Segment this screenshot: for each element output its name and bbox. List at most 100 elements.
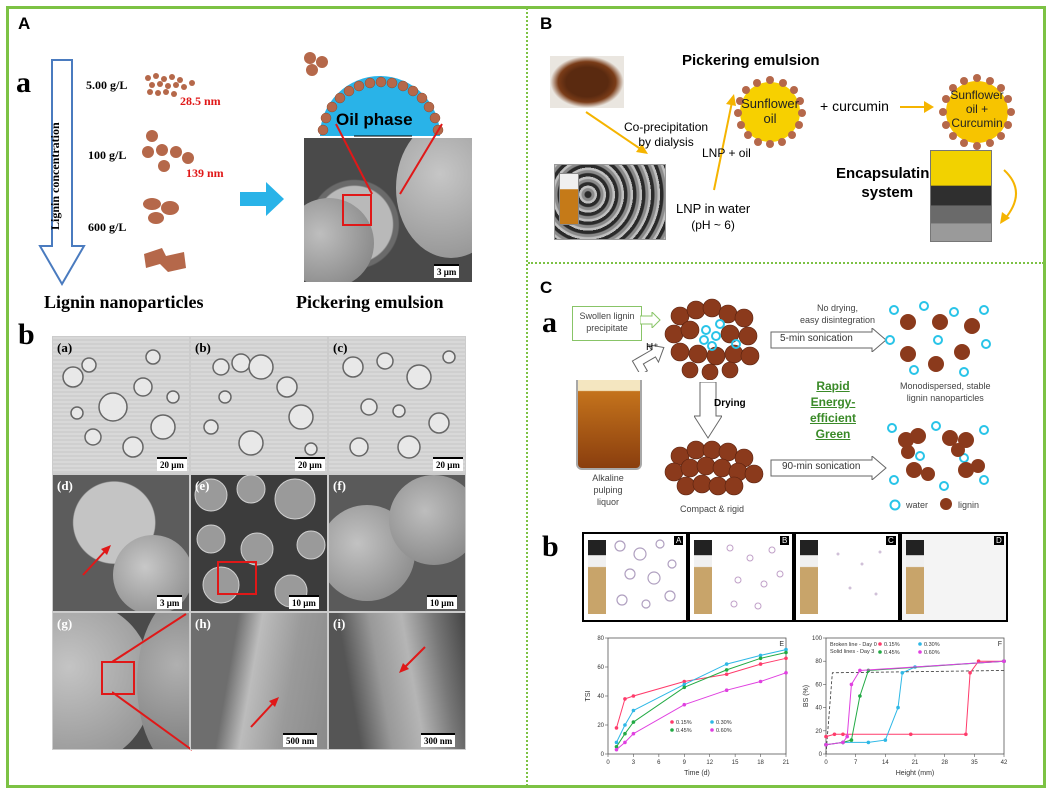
curcumin-droplet-label: Sunflower oil + Curcumin xyxy=(942,88,1012,130)
chart-f-point-3-5 xyxy=(1002,659,1006,663)
chart-f-legend-label-0: 0.15% xyxy=(884,642,900,648)
vial-c xyxy=(800,540,818,614)
combo-line-2: oil + xyxy=(965,102,989,116)
micrograph-label-i: (i) xyxy=(333,616,346,631)
chart-e-xtick-label-7: 21 xyxy=(783,760,790,766)
strip-droplets-a xyxy=(614,539,677,609)
micrograph-label-f: (f) xyxy=(333,478,346,493)
chart-e-ytick-label-2: 40 xyxy=(597,694,604,700)
encap-line-1: Encapsulating xyxy=(836,165,939,182)
coprecipitation-label: Co-precipitation by dialysis xyxy=(624,120,708,150)
red-arrow-i-icon xyxy=(399,646,426,673)
panel-letter-c: C xyxy=(540,278,553,297)
chart-e-point-2-2 xyxy=(631,720,636,724)
chart-f-point-0-3 xyxy=(908,732,913,737)
panel-letter-a: A xyxy=(18,14,31,33)
chart-e-point-3-4 xyxy=(724,688,729,692)
chart-e-point-0-0 xyxy=(614,726,619,730)
chart-f-point-3-0 xyxy=(824,742,828,747)
lnp-water-line-1: LNP in water xyxy=(676,201,751,216)
panel-c-sublabel-b: b xyxy=(542,530,559,563)
chart-e-legend-marker-1 xyxy=(710,720,714,724)
concentration-arrow xyxy=(38,59,86,286)
micrograph-label-a: (a) xyxy=(57,340,73,355)
chart-f-point-0-6 xyxy=(976,659,981,663)
scale-bar-a: 20 μm xyxy=(157,457,187,471)
chart-f-point-0-0 xyxy=(824,734,828,739)
green-label: Green xyxy=(815,427,851,441)
chart-e-point-3-2 xyxy=(631,731,636,736)
micrograph-label-h: (h) xyxy=(195,616,211,631)
chart-f-note-0: Broken line - Day 0 xyxy=(830,642,877,648)
chart-f-point-1-2 xyxy=(866,740,871,745)
strip-cell-b: B xyxy=(690,534,792,620)
scale-bar-b: 20 μm xyxy=(295,457,325,471)
chart-f-ylabel: BS (%) xyxy=(803,685,810,707)
micrograph-e: (e) 10 μm xyxy=(190,474,328,612)
chart-e-xtick-label-0: 0 xyxy=(606,760,610,766)
chart-e-point-3-3 xyxy=(682,702,687,707)
sonication-90min-label: 90-min sonication xyxy=(782,461,861,472)
water-legend-label: water xyxy=(906,500,929,510)
chart-e-ytick-label-3: 60 xyxy=(597,665,604,671)
chart-e-panel-label: E xyxy=(779,641,784,648)
axis-label-lignin-concentration: Lignin concentration xyxy=(48,122,62,230)
chart-f-point-3-2 xyxy=(845,734,849,739)
chart-e-legend-marker-2 xyxy=(670,728,674,732)
mono-line-2: lignin nanoparticles xyxy=(906,393,984,403)
chart-e-point-2-0 xyxy=(614,744,619,749)
strip-droplets-b xyxy=(726,544,784,610)
chart-e-legend-marker-3 xyxy=(710,728,714,732)
swollen-line-2: precipitate xyxy=(586,323,628,333)
zoom-lines xyxy=(335,123,443,195)
chart-e-point-0-3 xyxy=(682,679,687,684)
chart-f-point-2-3 xyxy=(858,694,862,698)
large-particles xyxy=(143,198,179,224)
chart-f-note-1: Solid lines - Day 3 xyxy=(830,649,874,655)
droplets-b xyxy=(203,353,318,456)
scale-bar-i: 300 nm xyxy=(421,733,456,747)
chart-e-point-1-6 xyxy=(784,647,788,652)
scale-bar-e: 10 μm xyxy=(289,595,319,609)
micrograph-d: (d) 3 μm xyxy=(52,474,190,612)
scale-bar-d: 3 μm xyxy=(157,595,183,609)
chart-f-point-1-4 xyxy=(896,705,900,710)
chart-e-point-1-5 xyxy=(758,653,763,658)
caption-lignin-nanoparticles: Lignin nanoparticles xyxy=(44,292,204,312)
combo-line-1: Sunflower xyxy=(950,88,1004,102)
chart-e-point-1-4 xyxy=(724,662,729,666)
pickering-emulsion-title: Pickering emulsion xyxy=(682,52,820,69)
chart-e-xtick-label-4: 12 xyxy=(706,760,713,766)
medium-particles xyxy=(142,130,194,172)
sunflower-oil-label: Sunflower oil xyxy=(736,96,804,126)
sonication-5min-label: 5-min sonication xyxy=(780,333,853,344)
chart-e-ylabel: TSI xyxy=(585,691,592,702)
chart-f-xtick-label-1: 7 xyxy=(854,760,858,766)
chart-f-ytick-label-5: 100 xyxy=(812,636,823,642)
lnp-water-label: LNP in water (pH ~ 6) xyxy=(676,200,750,234)
chart-e-point-2-4 xyxy=(724,668,729,672)
vial-label-d: D xyxy=(994,536,1004,545)
chart-e-legend-label-1: 0.30% xyxy=(716,720,732,726)
monodispersed-label: Monodispersed, stable lignin nanoparticl… xyxy=(900,380,991,404)
lignin-legend-icon xyxy=(940,498,952,510)
sunflower-oil-droplet xyxy=(734,76,806,148)
advantages-label: Rapid Energy-efficient Green xyxy=(790,378,876,442)
micrograph-label-g: (g) xyxy=(57,616,73,631)
chart-e-ytick-label-4: 80 xyxy=(597,636,604,642)
encapsulating-system-label: Encapsulating system xyxy=(836,164,939,202)
chart-f-ytick-label-0: 0 xyxy=(819,752,823,758)
chart-e-point-0-6 xyxy=(784,656,788,661)
zoom-lines-g xyxy=(112,613,193,751)
size-label-2: 139 nm xyxy=(186,166,224,180)
chart-f-point-0-5 xyxy=(968,671,972,675)
chart-e-xtick-label-5: 15 xyxy=(732,760,739,766)
chart-e-point-3-5 xyxy=(758,679,763,684)
chart-f-ytick-label-1: 20 xyxy=(815,729,822,735)
chart-f-point-1-5 xyxy=(900,671,905,675)
micrograph-f: (f) 10 μm xyxy=(328,474,466,612)
vial-micrograph-strip: A B C D xyxy=(582,532,1008,622)
alkaline-liquor-label: Alkaline pulping liquor xyxy=(578,472,638,508)
chart-f-xtick-label-5: 35 xyxy=(971,760,978,766)
concentration-label-1: 5.00 g/L xyxy=(86,78,128,92)
